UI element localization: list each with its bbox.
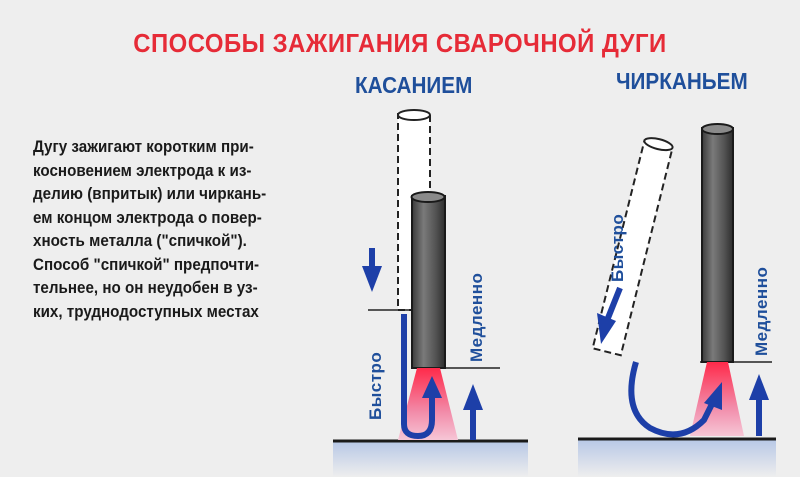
strike-slow-label: Медленно: [752, 267, 771, 356]
touch-metal-surface: [333, 442, 528, 477]
strike-electrode-top: [701, 123, 734, 135]
touch-fast-arrow: [401, 314, 442, 440]
page-title: СПОСОБЫ ЗАЖИГАНИЯ СВАРОЧНОЙ ДУГИ: [133, 28, 667, 58]
touch-electrode: [411, 195, 446, 369]
touch-slow-label: Медленно: [467, 273, 486, 362]
strike-slow-arrow: [749, 374, 769, 436]
description-line: Способ "спичкой" предпочти-: [33, 255, 260, 274]
description-line: хность металла ("спичкой").: [33, 232, 247, 250]
strike-metal-surface: [578, 440, 776, 477]
touch-diagram: Быстро Медленно: [333, 109, 528, 477]
description-line: ких, труднодоступных местах: [33, 302, 259, 321]
touch-slow-arrow: [463, 384, 483, 440]
touch-electrode-ghost-top: [397, 109, 431, 121]
strike-fast-down-arrow: [597, 286, 623, 344]
description-line: ем концом электрода о повер-: [33, 208, 262, 227]
strike-fast-arrow: [628, 361, 722, 438]
touch-method-title: КАСАНИЕМ: [355, 72, 473, 98]
description-text: Дугу зажигают коротким при- косновением …: [33, 136, 309, 324]
touch-arc-glow: [398, 368, 458, 440]
description-line: косновением электрода к из-: [33, 161, 252, 180]
description-line: Дугу зажигают коротким при-: [33, 138, 254, 156]
touch-down-arrow: [362, 248, 382, 292]
strike-fast-label: Быстро: [608, 214, 627, 282]
description-line: тельнее, но он неудобен в уз-: [33, 279, 258, 297]
strike-diagram: Быстро Медленно: [578, 123, 776, 477]
strike-electrode: [701, 127, 734, 363]
touch-electrode-top: [410, 191, 446, 203]
description-line: делию (впритык) или чиркань-: [33, 185, 267, 203]
touch-fast-label: Быстро: [366, 352, 385, 420]
strike-method-title: ЧИРКАНЬЕМ: [616, 68, 748, 94]
